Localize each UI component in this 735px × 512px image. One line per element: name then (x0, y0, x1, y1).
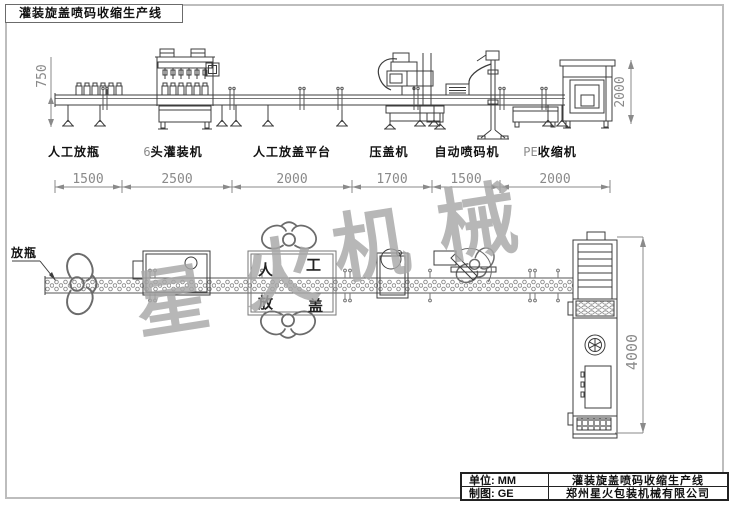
filling-machine-elevation (155, 48, 220, 130)
title-block-product: 灌装旋盖喷码收缩生产线 (549, 474, 727, 487)
dim-text-750: 750 (35, 64, 50, 87)
label-text: 自动喷码机 (434, 145, 500, 159)
dim-text-4000: 4000 (623, 334, 641, 370)
title-block-drafter: 制图: GE (462, 486, 549, 499)
manual-capping-box (247, 250, 337, 316)
shrink-machine-plan (567, 231, 618, 439)
title-block-company: 郑州星火包装机械有限公司 (566, 487, 710, 499)
chain-dim-0: 1500 (72, 172, 103, 187)
title-block-unit: 单位: MM (462, 474, 549, 487)
chain-dim-3: 1700 (376, 172, 407, 187)
capbox-char-gong: 工 (306, 257, 322, 274)
machine-label-manual-bottle-feed: 人工放瓶 (44, 143, 104, 159)
capbox-char-gai: 盖 (308, 298, 324, 315)
inkjet-coder-plan (433, 247, 497, 283)
label-text: 头灌装机 (150, 145, 203, 159)
machine-label-capper: 压盖机 (366, 143, 412, 159)
chain-dim-5: 2000 (539, 172, 570, 187)
shrink-fan (584, 334, 606, 356)
label-text: 收缩机 (537, 145, 577, 159)
operator-figure-capbox-top (260, 221, 318, 250)
shrink-machine-elevation (559, 59, 616, 129)
capbox-char-ren: 人 (258, 262, 274, 279)
machine-label-inkjet-coder: 自动喷码机 (429, 143, 505, 159)
filling-heads (162, 68, 208, 79)
machine-label-pe-shrink: PE收缩机 (513, 143, 587, 159)
label-latin: 6 (143, 145, 151, 159)
filling-machine-plan (132, 250, 211, 296)
capping-machine-plan (376, 248, 409, 299)
sheet-border (5, 4, 724, 499)
label-text: 压盖机 (369, 145, 409, 159)
capbox-char-fang: 放 (258, 295, 274, 312)
chain-dim-4: 1500 (450, 172, 481, 187)
drawing-title-box: 灌装旋盖喷码收缩生产线 (5, 4, 183, 23)
machine-label-manual-capping-platform: 人工放盖平台 (247, 143, 337, 159)
label-text: 人工放瓶 (47, 145, 100, 159)
inkjet-coder-elevation (445, 50, 509, 140)
dimension-chain: 1500 2500 2000 1700 1500 2000 (54, 172, 611, 193)
elevation-conveyor (54, 86, 569, 127)
machine-label-6head-filler: 6头灌装机 (135, 143, 211, 159)
label-text: 人工放盖平台 (252, 145, 331, 159)
bottle-feed-label: 放瓶 (11, 246, 38, 260)
dim-text-2000-right: 2000 (613, 76, 628, 107)
title-block: 单位: MM 灌装旋盖喷码收缩生产线 制图: GE 郑州星火包装机械有限公司 (460, 472, 729, 501)
height-dimension-750: 750 (35, 57, 54, 127)
elevation-view: 750 2000 (35, 48, 634, 140)
label-latin: PE (523, 145, 538, 159)
chain-dim-2: 2000 (276, 172, 307, 187)
infeed-bottles (75, 82, 123, 96)
length-dimension-4000: 4000 (615, 236, 646, 434)
outfeed-table-elevation (512, 106, 559, 128)
chain-dim-1: 2500 (161, 172, 192, 187)
height-dimension-2000: 2000 (613, 60, 634, 124)
plan-view: 4000 (12, 221, 646, 439)
capping-machine-elevation (377, 52, 446, 130)
